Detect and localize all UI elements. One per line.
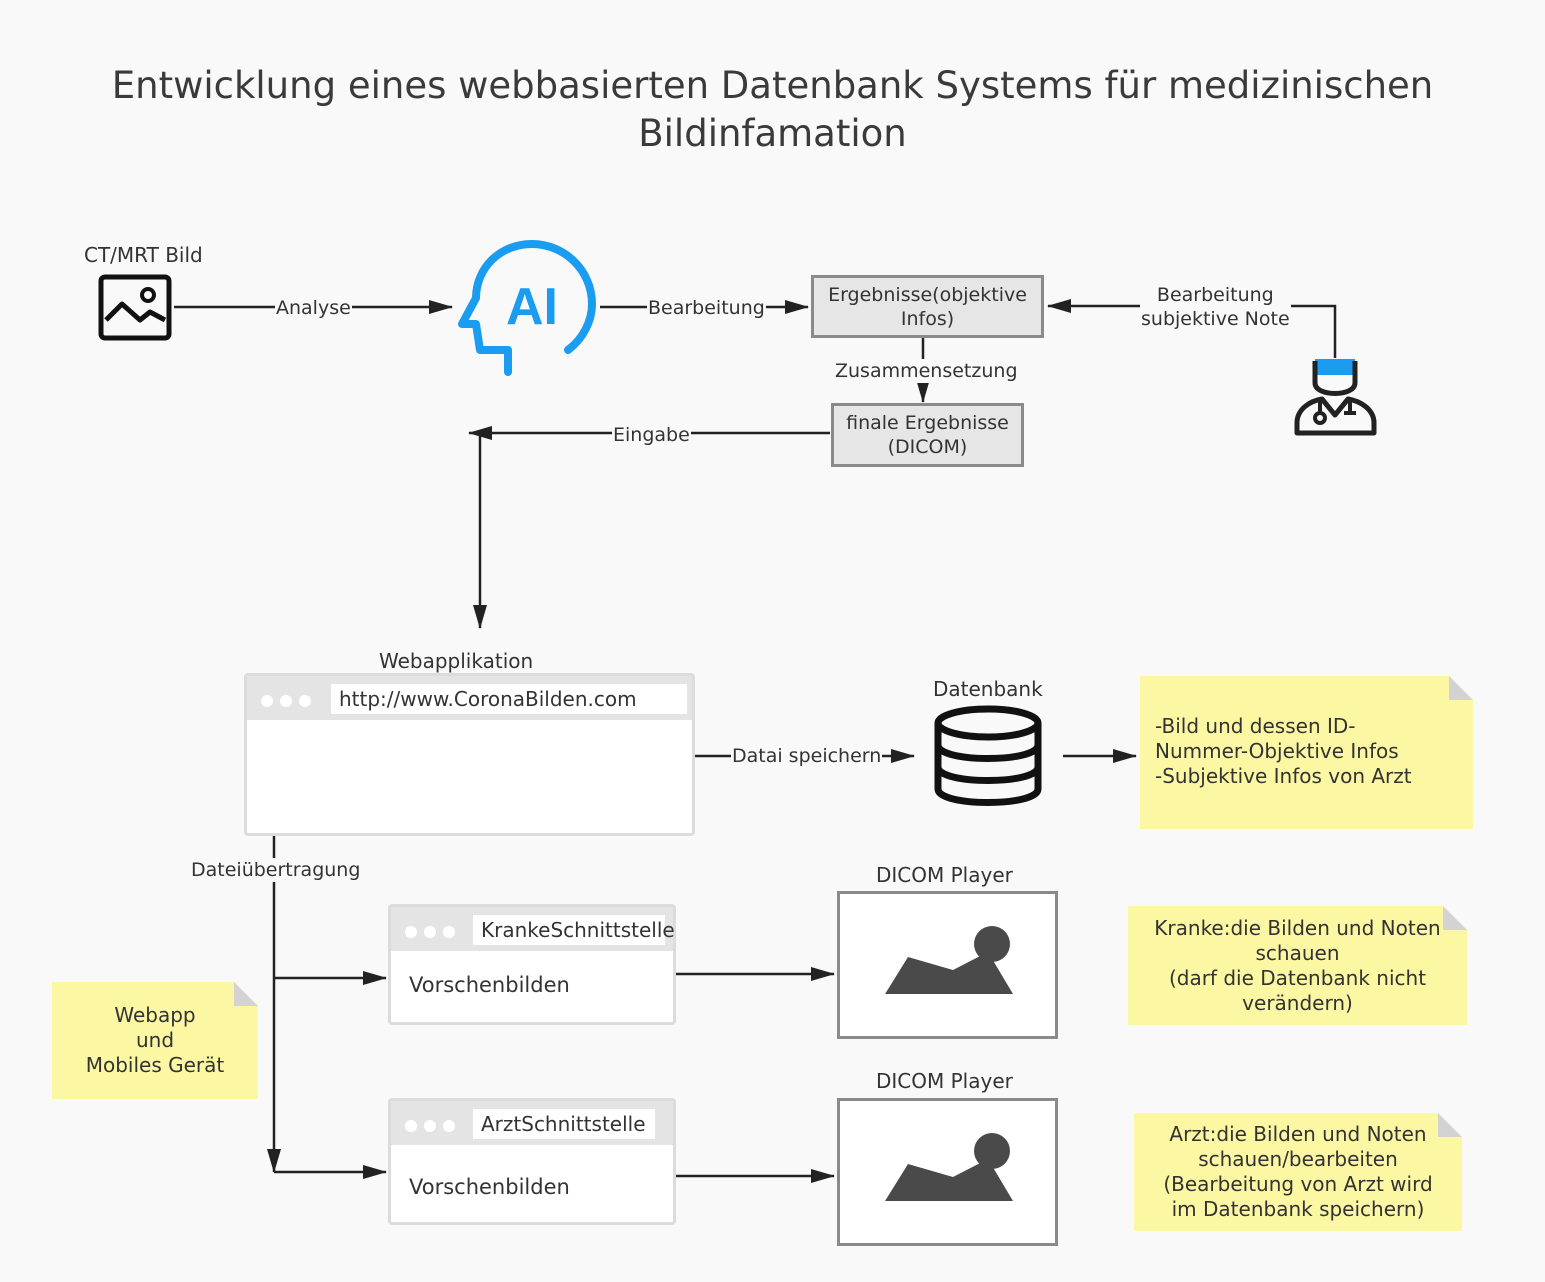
kranke-note-line-2: schauen xyxy=(1255,940,1340,965)
arzt-toolbar: ArztSchnittstelle xyxy=(391,1101,673,1145)
kranke-note-line-1: Kranke:die Bilden und Noten xyxy=(1154,915,1441,940)
kranke-note-line-4: verändern) xyxy=(1242,990,1353,1015)
kranke-toolbar: KrankeSchnittstelle xyxy=(391,907,675,951)
arzt-note: Arzt:die Bilden und Noten schauen/bearbe… xyxy=(1134,1113,1462,1231)
edge-label-dateiuebertragung: Dateiübertragung xyxy=(190,858,362,882)
edge-label-subjektiv-line-2: subjektive Note xyxy=(1141,308,1290,330)
finale-line-1: finale Ergebnisse xyxy=(846,412,1009,434)
window-dots-icon xyxy=(261,692,318,711)
note-fold xyxy=(1449,676,1473,700)
edge-label-eingabe: Eingabe xyxy=(612,423,691,447)
kranke-note: Kranke:die Bilden und Noten schauen (dar… xyxy=(1128,906,1467,1025)
arzt-content: Vorschenbilden xyxy=(409,1175,570,1199)
note-fold xyxy=(234,982,258,1006)
ai-head-icon: AI xyxy=(458,240,596,376)
arzt-note-line-3: (Bearbeitung von Arzt wird xyxy=(1163,1172,1433,1196)
datenbank-note: -Bild und dessen ID- Nummer-Objektive In… xyxy=(1140,676,1473,829)
webapp-note: Webapp und Mobiles Gerät xyxy=(52,982,258,1099)
arzt-tab[interactable]: ArztSchnittstelle xyxy=(473,1109,655,1139)
edge-label-datai-speichern: Datai speichern xyxy=(731,744,883,768)
database-icon xyxy=(934,705,1042,806)
arzt-note-line-4: im Datenbank speichern) xyxy=(1171,1197,1425,1221)
title-line-1: Entwicklung eines webbasierten Datenbank… xyxy=(111,64,1434,107)
image-placeholder-icon xyxy=(885,926,1013,994)
image-placeholder-icon xyxy=(885,1133,1013,1201)
ergebnisse-line-2: Infos) xyxy=(900,307,955,330)
browser-toolbar: http://www.CoronaBilden.com xyxy=(247,676,692,720)
url-field[interactable]: http://www.CoronaBilden.com xyxy=(331,684,687,714)
arzt-note-line-2: schauen/bearbeiten xyxy=(1198,1147,1398,1171)
ergebnisse-line-1: Ergebnisse(objektive xyxy=(828,283,1027,306)
edge-label-bearbeitung-subjektiv: Bearbeitung subjektive Note xyxy=(1140,283,1291,331)
webapplikation-label: Webapplikation xyxy=(379,649,534,673)
note-fold xyxy=(1443,906,1467,930)
dicom-player-1-label: DICOM Player xyxy=(876,863,1013,887)
finale-ergebnisse-box: finale Ergebnisse (DICOM) xyxy=(831,403,1024,467)
note-fold xyxy=(1438,1113,1462,1137)
edge-label-subjektiv-line-1: Bearbeitung xyxy=(1156,284,1274,306)
webapp-note-line-1: Webapp xyxy=(114,1003,196,1027)
title-line-2: Bildinfamation xyxy=(638,112,907,155)
kranke-tab[interactable]: KrankeSchnittstelle xyxy=(473,915,675,945)
webapp-note-line-2: und xyxy=(135,1028,175,1052)
datenbank-label: Datenbank xyxy=(933,677,1043,701)
arzt-note-line-1: Arzt:die Bilden und Noten xyxy=(1169,1122,1427,1146)
edge-label-zusammensetzung: Zusammensetzung xyxy=(834,359,1019,383)
datenbank-note-line-1: -Bild und dessen ID- xyxy=(1155,714,1356,738)
dicom-player-2[interactable] xyxy=(837,1098,1058,1246)
ct-bild-label: CT/MRT Bild xyxy=(84,243,203,267)
dicom-player-1[interactable] xyxy=(837,891,1058,1039)
window-dots-icon xyxy=(405,923,462,942)
arzt-schnittstelle-window[interactable]: ArztSchnittstelle Vorschenbilden xyxy=(388,1098,676,1225)
kranke-content: Vorschenbilden xyxy=(409,973,570,997)
edge-label-analyse: Analyse xyxy=(275,296,352,320)
finale-line-2: (DICOM) xyxy=(887,436,968,458)
dicom-player-2-label: DICOM Player xyxy=(876,1069,1013,1093)
datenbank-note-line-3: -Subjektive Infos von Arzt xyxy=(1155,764,1412,788)
image-icon xyxy=(98,274,172,341)
edge-label-bearbeitung: Bearbeitung xyxy=(647,296,766,320)
webapplikation-window[interactable]: http://www.CoronaBilden.com xyxy=(244,673,695,836)
diagram-title: Entwicklung eines webbasierten Datenbank… xyxy=(0,62,1545,158)
kranke-schnittstelle-window[interactable]: KrankeSchnittstelle Vorschenbilden xyxy=(388,904,676,1025)
webapp-note-line-3: Mobiles Gerät xyxy=(85,1053,225,1077)
datenbank-note-line-2: Nummer-Objektive Infos xyxy=(1155,739,1399,763)
ai-icon-text: AI xyxy=(506,278,558,336)
doctor-icon xyxy=(1294,359,1377,436)
window-dots-icon xyxy=(405,1117,462,1136)
kranke-note-line-3: (darf die Datenbank nicht xyxy=(1168,965,1427,990)
ergebnisse-box: Ergebnisse(objektive Infos) xyxy=(811,275,1044,338)
